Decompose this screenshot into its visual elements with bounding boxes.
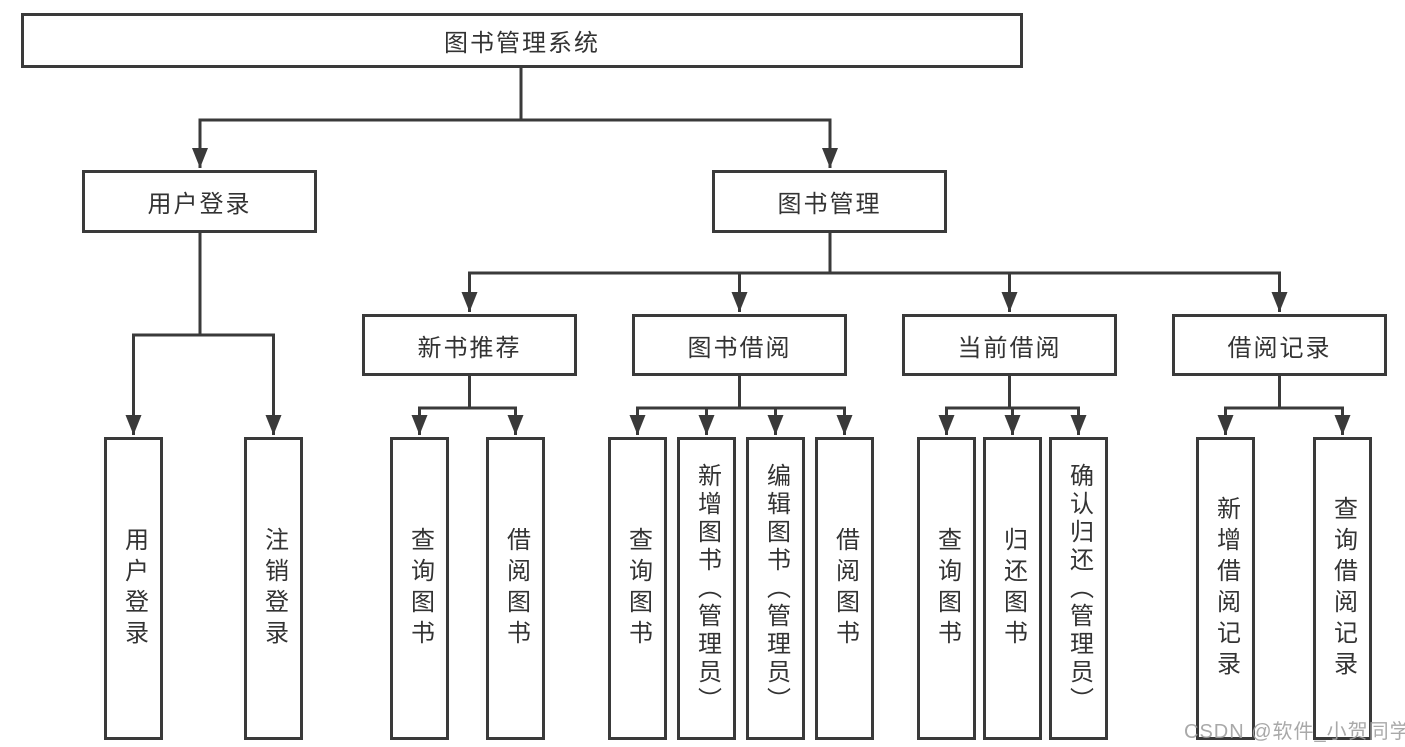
leaf-add-book-admin: 新增图书（管理员） xyxy=(677,437,736,740)
leaf-label: 编辑图书（管理员） xyxy=(762,462,790,715)
watermark: CSDN @软件_小贺同学 xyxy=(1184,721,1405,743)
node-book-borrowing: 图书借阅 xyxy=(632,314,847,376)
leaf-borrow-books-recommend: 借阅图书 xyxy=(486,437,545,740)
leaf-label: 新增图书（管理员） xyxy=(693,462,721,715)
leaf-query-books-current: 查询图书 xyxy=(917,437,976,740)
leaf-edit-book-admin: 编辑图书（管理员） xyxy=(746,437,805,740)
leaf-query-books-borrowing: 查询图书 xyxy=(608,437,667,740)
leaf-label: 借阅图书 xyxy=(502,526,530,651)
leaf-add-borrow-record: 新增借阅记录 xyxy=(1196,437,1255,740)
leaf-label: 查询图书 xyxy=(933,526,961,651)
node-user-login: 用户登录 xyxy=(82,170,317,233)
node-book-borrowing-label: 图书借阅 xyxy=(687,334,792,362)
leaf-logout: 注销登录 xyxy=(244,437,303,740)
leaf-label: 注销登录 xyxy=(260,526,288,651)
leaf-borrow-books: 借阅图书 xyxy=(815,437,874,740)
leaf-label: 查询图书 xyxy=(406,526,434,651)
node-book-management: 图书管理 xyxy=(712,170,947,233)
node-user-login-label: 用户登录 xyxy=(147,191,252,218)
node-current-borrowing: 当前借阅 xyxy=(902,314,1117,376)
leaf-label: 查询借阅记录 xyxy=(1329,495,1357,682)
node-borrowing-records-label: 借阅记录 xyxy=(1227,334,1332,362)
leaf-user-login: 用户登录 xyxy=(104,437,163,740)
leaf-query-borrow-record: 查询借阅记录 xyxy=(1313,437,1372,740)
node-new-book-recommendation-label: 新书推荐 xyxy=(417,334,522,362)
leaf-label: 新增借阅记录 xyxy=(1212,495,1240,682)
leaf-label: 确认归还（管理员） xyxy=(1065,462,1093,715)
leaf-label: 用户登录 xyxy=(120,526,148,651)
leaf-label: 归还图书 xyxy=(999,526,1027,651)
leaf-query-books-recommend: 查询图书 xyxy=(390,437,449,740)
node-current-borrowing-label: 当前借阅 xyxy=(957,334,1062,362)
node-book-management-label: 图书管理 xyxy=(777,191,882,218)
leaf-label: 查询图书 xyxy=(624,526,652,651)
leaf-return-book: 归还图书 xyxy=(983,437,1042,740)
node-root: 图书管理系统 xyxy=(21,13,1023,68)
node-root-label: 图书管理系统 xyxy=(444,30,600,57)
node-new-book-recommendation: 新书推荐 xyxy=(362,314,577,376)
node-borrowing-records: 借阅记录 xyxy=(1172,314,1387,376)
leaf-label: 借阅图书 xyxy=(831,526,859,651)
leaf-confirm-return-admin: 确认归还（管理员） xyxy=(1049,437,1108,740)
